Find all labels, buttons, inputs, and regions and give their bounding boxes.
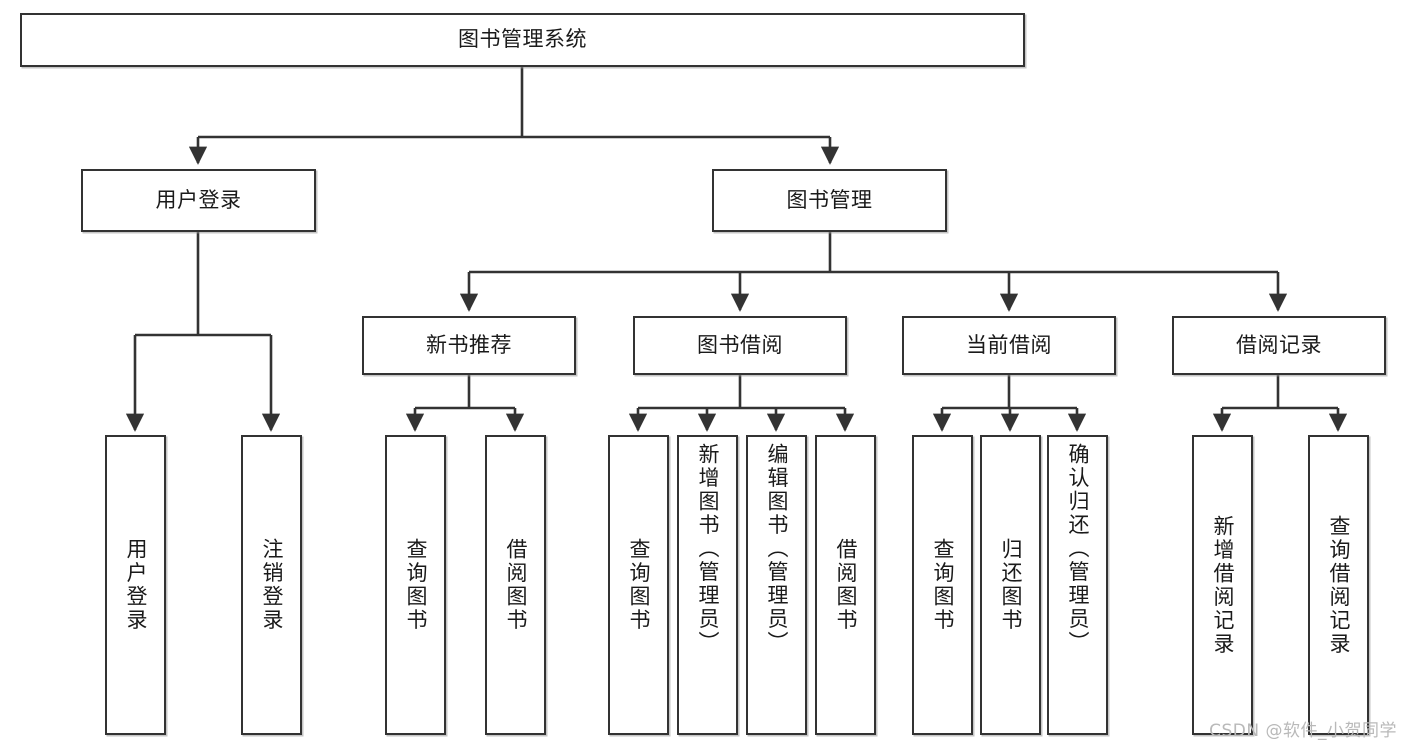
node-leaf-edit-book[interactable]: 编辑图书（管理员） (746, 435, 807, 735)
node-new-book-rec-label: 新书推荐 (426, 332, 512, 357)
node-leaf-logout-label: 注销登录 (260, 538, 284, 632)
node-leaf-add-book-label: 新增图书（管理员） (696, 443, 720, 655)
node-leaf-logout[interactable]: 注销登录 (241, 435, 302, 735)
node-leaf-user-login[interactable]: 用户登录 (105, 435, 166, 735)
node-leaf-borrow-book-2[interactable]: 借阅图书 (815, 435, 876, 735)
node-leaf-borrow-book-2-label: 借阅图书 (834, 538, 858, 632)
node-leaf-add-record[interactable]: 新增借阅记录 (1192, 435, 1253, 735)
node-leaf-borrow-book-1[interactable]: 借阅图书 (485, 435, 546, 735)
node-user-login-label: 用户登录 (155, 187, 242, 212)
node-current-borrow-label: 当前借阅 (966, 332, 1052, 357)
node-leaf-query-book-2[interactable]: 查询图书 (608, 435, 669, 735)
node-leaf-query-book-1[interactable]: 查询图书 (385, 435, 446, 735)
node-leaf-query-book-3[interactable]: 查询图书 (912, 435, 973, 735)
node-borrow-record-label: 借阅记录 (1236, 332, 1322, 357)
node-leaf-query-record[interactable]: 查询借阅记录 (1308, 435, 1369, 735)
node-user-login[interactable]: 用户登录 (81, 169, 316, 232)
node-book-borrow[interactable]: 图书借阅 (633, 316, 847, 375)
node-current-borrow[interactable]: 当前借阅 (902, 316, 1116, 375)
node-leaf-query-book-1-label: 查询图书 (404, 538, 428, 632)
node-leaf-add-book[interactable]: 新增图书（管理员） (677, 435, 738, 735)
node-leaf-add-record-label: 新增借阅记录 (1211, 514, 1235, 656)
node-new-book-rec[interactable]: 新书推荐 (362, 316, 576, 375)
node-root-label: 图书管理系统 (458, 27, 587, 52)
node-root[interactable]: 图书管理系统 (20, 13, 1025, 67)
node-leaf-confirm-return[interactable]: 确认归还（管理员） (1047, 435, 1108, 735)
node-leaf-query-book-2-label: 查询图书 (627, 538, 651, 632)
node-borrow-record[interactable]: 借阅记录 (1172, 316, 1386, 375)
node-leaf-query-book-3-label: 查询图书 (931, 538, 955, 632)
node-leaf-return-book[interactable]: 归还图书 (980, 435, 1041, 735)
node-leaf-user-login-label: 用户登录 (124, 538, 148, 632)
node-book-borrow-label: 图书借阅 (697, 332, 783, 357)
node-leaf-edit-book-label: 编辑图书（管理员） (765, 443, 789, 655)
node-leaf-confirm-return-label: 确认归还（管理员） (1066, 443, 1090, 655)
watermark-label: CSDN @软件_小贺同学 (1209, 721, 1397, 741)
node-leaf-query-record-label: 查询借阅记录 (1327, 514, 1351, 656)
node-book-manage[interactable]: 图书管理 (712, 169, 947, 232)
node-book-manage-label: 图书管理 (786, 187, 873, 212)
node-leaf-borrow-book-1-label: 借阅图书 (504, 538, 528, 632)
node-leaf-return-book-label: 归还图书 (999, 538, 1023, 632)
